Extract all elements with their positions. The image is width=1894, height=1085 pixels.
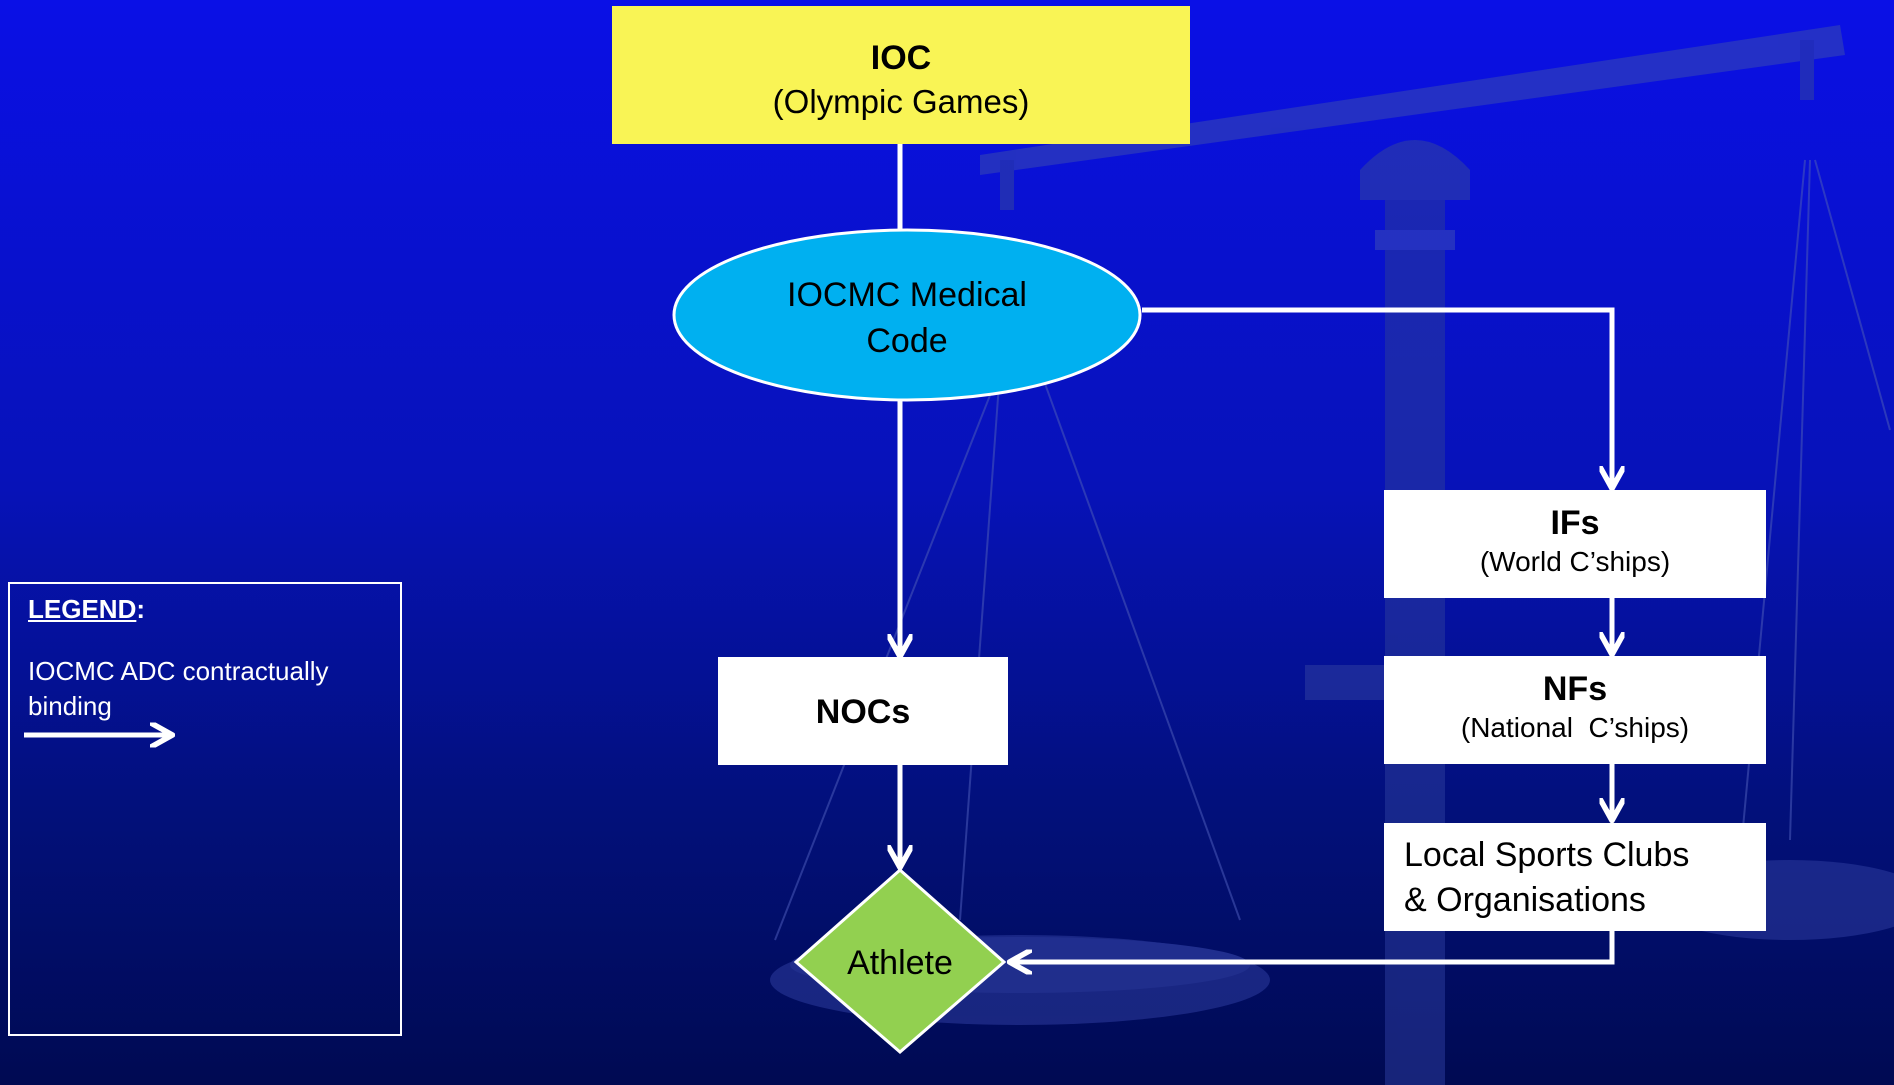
legend-description: IOCMC ADC contractually binding xyxy=(28,656,329,721)
ioc-subtitle: (Olympic Games) xyxy=(772,83,1030,120)
nocs-title: NOCs xyxy=(815,693,911,731)
nfs-title: NFs xyxy=(1542,670,1608,708)
medical-code-label: IOCMC Medical Code xyxy=(750,272,1064,368)
clubs-line2: & Organisations xyxy=(1404,881,1646,919)
clubs-box: Local Sports Clubs & Organisations xyxy=(1384,823,1766,931)
legend-title: LEGEND: xyxy=(28,594,145,625)
arrow-clubs-to-athlete xyxy=(1012,930,1615,962)
ifs-title: IFs xyxy=(1550,504,1600,542)
nocs-box: NOCs xyxy=(718,657,1008,765)
ifs-subtitle: (World C’ships) xyxy=(1479,546,1671,577)
nfs-box: NFs (National C’ships) xyxy=(1384,656,1766,764)
athlete-diamond xyxy=(793,867,1007,1054)
legend-box: LEGEND: IOCMC ADC contractually binding xyxy=(8,582,402,1036)
ifs-box: IFs (World C’ships) xyxy=(1384,490,1766,598)
medical-code-ellipse xyxy=(672,228,1142,402)
arrow-code-to-ifs xyxy=(1142,307,1612,486)
athlete-text: Athlete xyxy=(847,944,953,982)
ioc-title: IOC xyxy=(870,39,932,77)
nfs-subtitle: (National C’ships) xyxy=(1460,712,1690,743)
clubs-line1: Local Sports Clubs xyxy=(1404,836,1690,874)
medical-code-text: IOCMC Medical Code xyxy=(787,276,1027,360)
connectors xyxy=(900,143,1612,962)
legend-title-text: LEGEND xyxy=(28,594,137,624)
ioc-box: IOC (Olympic Games) xyxy=(612,6,1190,144)
legend-colon: : xyxy=(136,594,146,624)
athlete-label: Athlete xyxy=(800,940,1000,986)
